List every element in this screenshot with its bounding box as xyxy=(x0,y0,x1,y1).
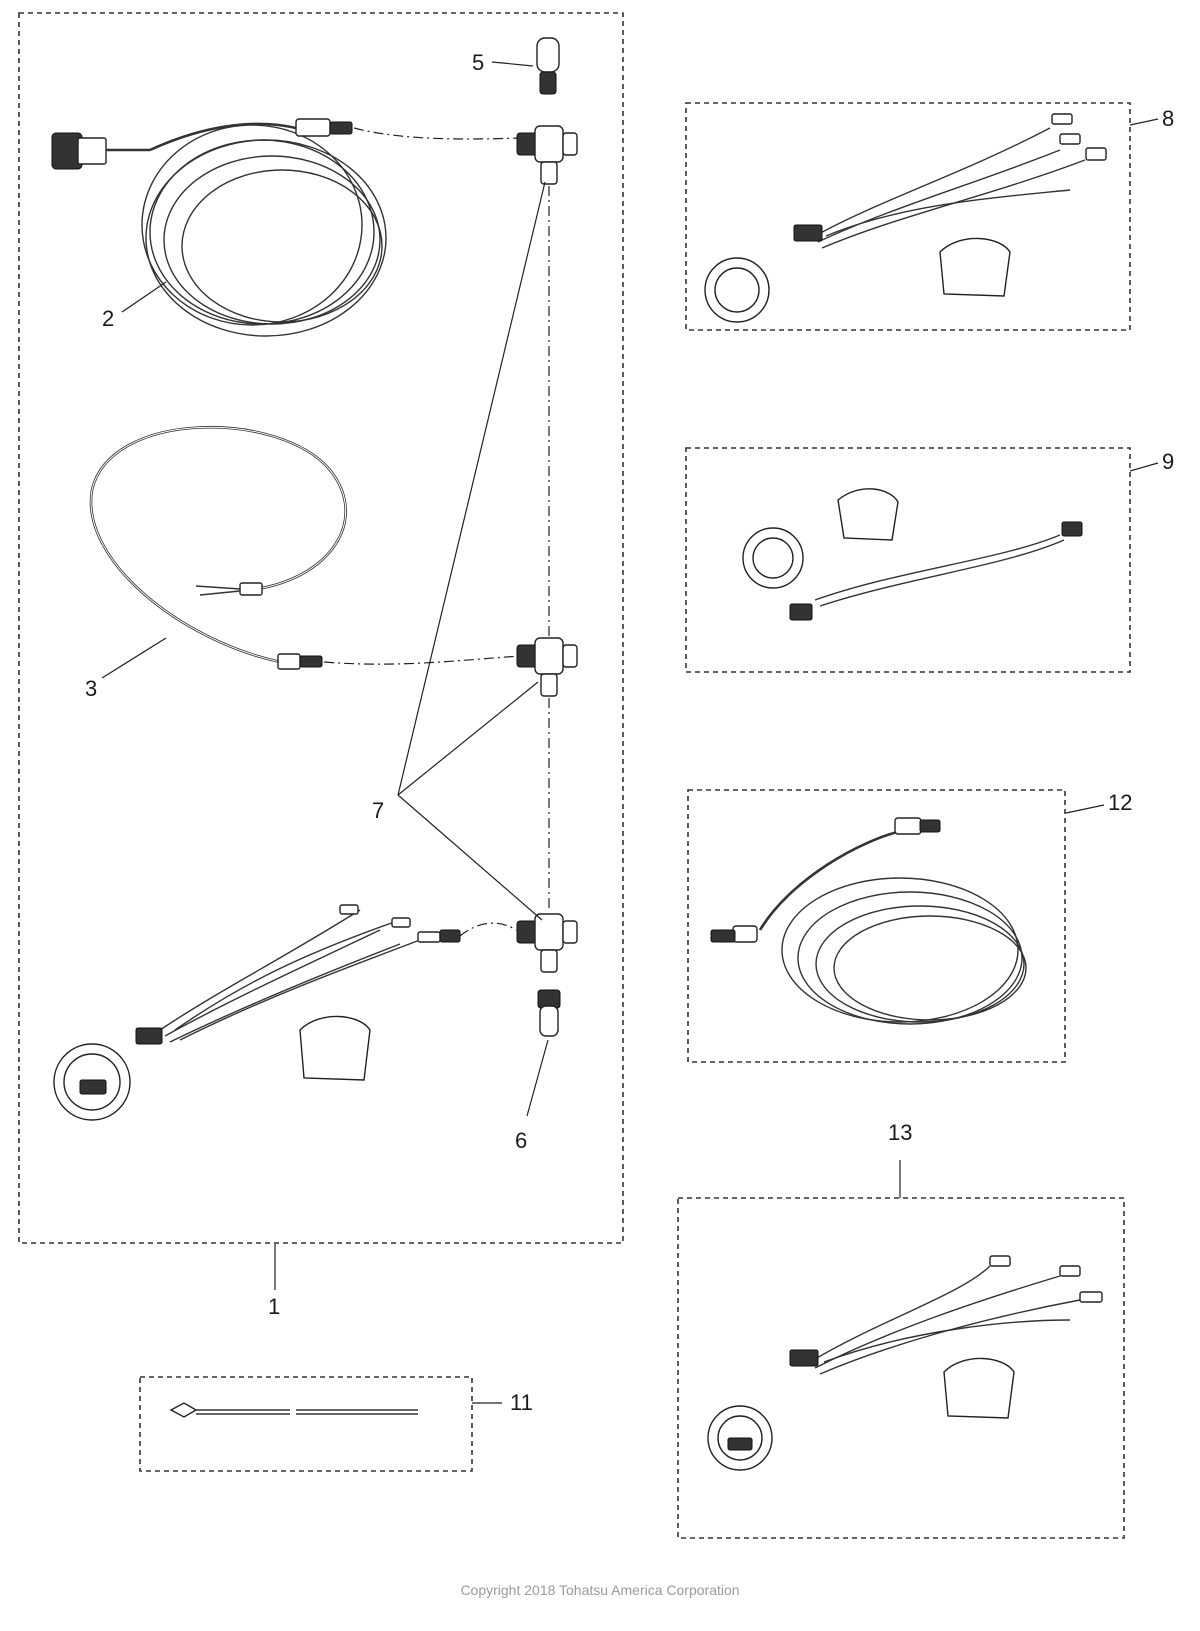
callout-7: 7 xyxy=(372,798,384,823)
callout-3: 3 xyxy=(85,676,97,701)
leader-line-8 xyxy=(1129,118,1159,126)
callout-11: 11 xyxy=(510,1390,533,1415)
leader-line-9 xyxy=(1129,462,1159,472)
leader-line-3 xyxy=(101,637,167,679)
leader-line-7c xyxy=(397,794,543,921)
group-box-8 xyxy=(685,102,1131,331)
terminator-part-5[interactable] xyxy=(536,37,560,95)
gauge-kit-part-9[interactable] xyxy=(742,488,1083,621)
t-connector-part-7-middle[interactable] xyxy=(516,637,578,697)
callout-13: 13 xyxy=(888,1120,912,1145)
group-box-13 xyxy=(677,1197,1125,1539)
gauge-harness-kit-group-1[interactable] xyxy=(53,904,461,1121)
leader-line-7a xyxy=(397,181,546,796)
callout-6: 6 xyxy=(515,1128,527,1153)
leader-line-7b xyxy=(397,681,539,796)
callout-12: 12 xyxy=(1108,790,1132,815)
gauge-harness-kit-part-13[interactable] xyxy=(707,1255,1103,1471)
t-connector-part-7-top[interactable] xyxy=(516,125,578,185)
leader-line-6 xyxy=(526,1039,549,1117)
callout-8: 8 xyxy=(1162,106,1174,131)
callout-1: 1 xyxy=(268,1294,280,1319)
group-box-9 xyxy=(685,447,1131,673)
group-box-12 xyxy=(687,789,1066,1063)
callout-5: 5 xyxy=(472,50,484,75)
leader-line-5 xyxy=(491,61,534,67)
sensor-cable-part-3[interactable] xyxy=(89,425,347,670)
group-box-11 xyxy=(139,1376,473,1472)
group-box-1 xyxy=(18,12,624,1244)
callout-2: 2 xyxy=(102,306,114,331)
harness-cable-part-2[interactable] xyxy=(51,118,387,337)
gauge-kit-part-8[interactable] xyxy=(704,113,1107,323)
sensor-probe-part-11[interactable] xyxy=(169,1402,418,1418)
copyright-notice: Copyright 2018 Tohatsu America Corporati… xyxy=(460,1582,740,1598)
callout-9: 9 xyxy=(1162,449,1174,474)
leader-line-2 xyxy=(121,281,167,313)
leader-line-12 xyxy=(1065,804,1105,814)
terminator-part-6[interactable] xyxy=(537,989,561,1037)
extension-cable-part-12[interactable] xyxy=(710,817,1027,1025)
t-connector-part-7-bottom[interactable] xyxy=(516,913,578,973)
